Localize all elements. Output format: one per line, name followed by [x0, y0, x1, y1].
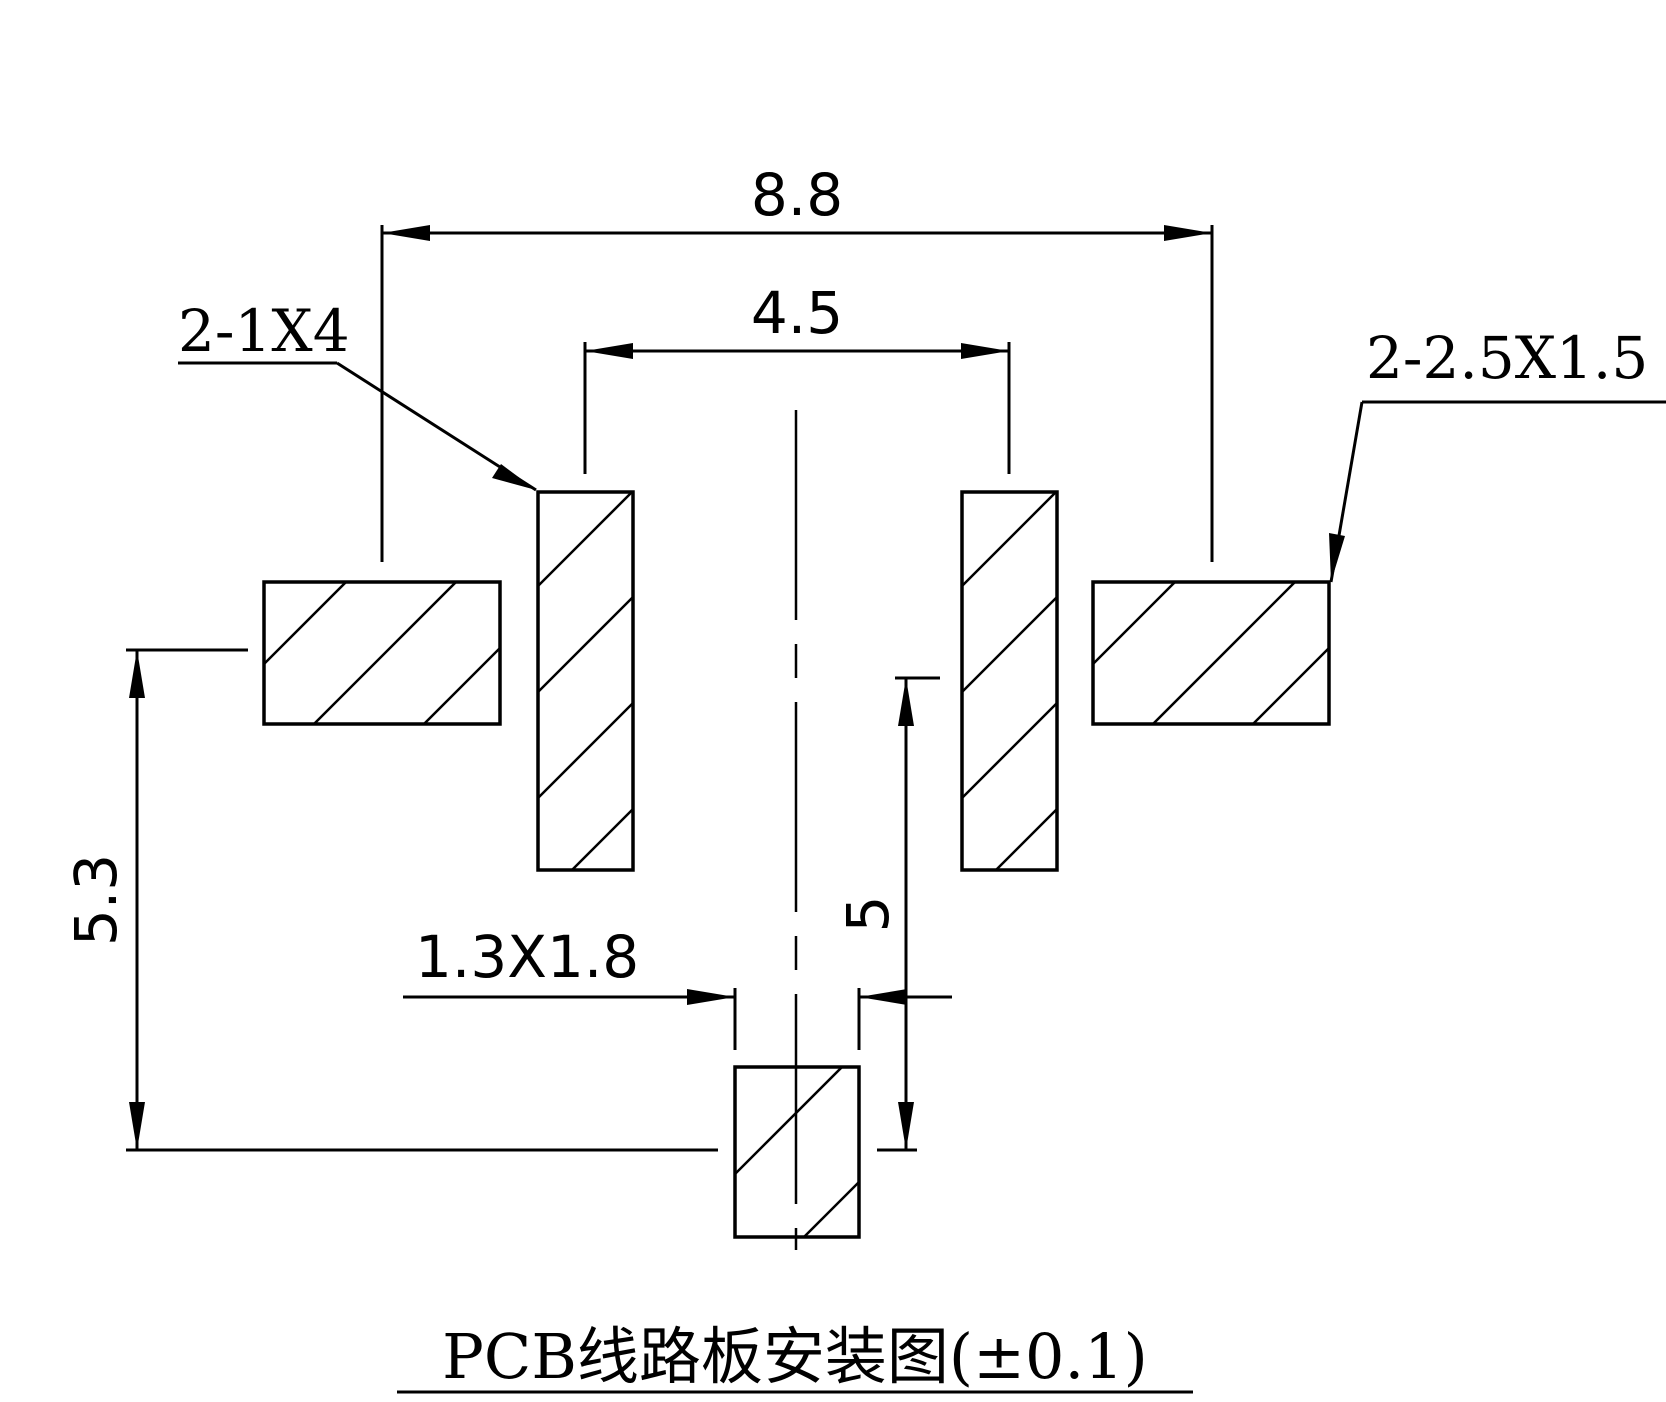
arrow-head [1164, 225, 1212, 241]
bottom-pad [733, 1065, 861, 1239]
callout-label-narrow-pads: 2-1X4 [178, 297, 350, 365]
callout-label-side-pads: 2-2.5X1.5 [1366, 324, 1648, 392]
dimension-vertical-offset-left [126, 648, 718, 1152]
arrow-head [129, 650, 145, 698]
arrow-head [898, 1102, 914, 1150]
arrow-head [382, 225, 430, 241]
dimension-label-vertical-offset-center: 5 [834, 896, 902, 933]
left-side-pad [262, 580, 502, 726]
callout-narrow-pads [178, 361, 537, 492]
arrow-head [492, 464, 536, 490]
arrow-head [859, 989, 907, 1005]
dimension-bottom-pad [403, 988, 952, 1050]
arrow-head [585, 343, 633, 359]
left-narrow-pad [536, 490, 635, 872]
dimension-label-overall-width: 8.8 [751, 161, 843, 229]
dimension-overall-width [380, 225, 1214, 562]
dimension-label-vertical-offset-left: 5.3 [62, 854, 130, 946]
right-side-pad [1091, 580, 1331, 726]
dimension-inner-spacing [583, 342, 1011, 474]
dimension-vertical-offset-center [877, 676, 940, 1152]
right-narrow-pad [960, 490, 1059, 872]
arrow-head [961, 343, 1009, 359]
dimension-label-bottom-pad: 1.3X1.8 [415, 923, 639, 991]
dimension-label-inner-spacing: 4.5 [751, 279, 843, 347]
drawing-title: PCB线路板安装图(±0.1) [442, 1320, 1148, 1393]
arrow-head [1329, 533, 1345, 582]
arrow-head [898, 678, 914, 726]
callout-side-pads [1329, 400, 1666, 583]
arrow-head [129, 1102, 145, 1150]
arrow-head [687, 989, 735, 1005]
